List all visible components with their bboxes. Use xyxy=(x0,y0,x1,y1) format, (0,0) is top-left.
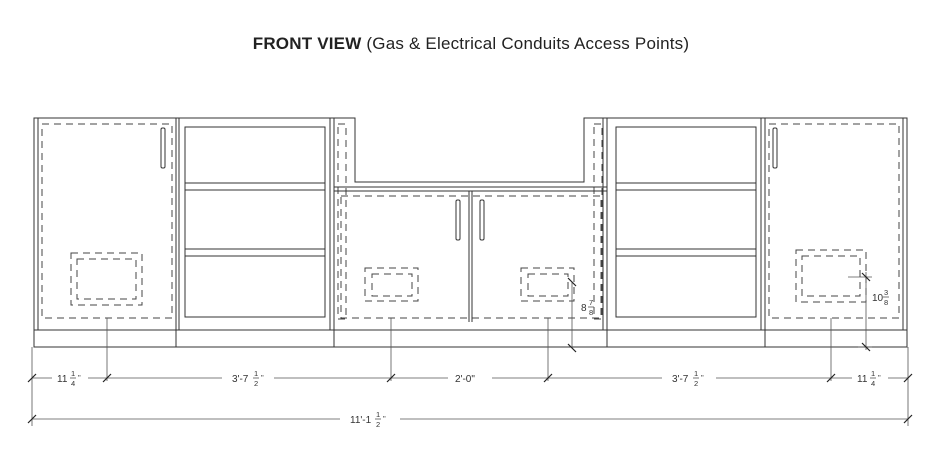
dim-den: 4 xyxy=(71,379,75,388)
dimension-label-center: 2'-0" xyxy=(455,374,475,385)
center-door-panel xyxy=(340,195,602,319)
dim-den: 2 xyxy=(694,379,698,388)
left-door-handle xyxy=(160,127,166,169)
dim-unit: " xyxy=(261,373,264,382)
dim-whole: 11 xyxy=(857,374,868,385)
dim-num: 1 xyxy=(71,369,75,378)
dim-whole: 10 xyxy=(872,293,884,304)
drawing-title: FRONT VIEW (Gas & Electrical Conduits Ac… xyxy=(0,34,942,54)
dim-num: 3 xyxy=(884,288,888,297)
dim-whole: 8 xyxy=(581,303,587,314)
dimension-tick xyxy=(826,373,836,383)
dimension-tick xyxy=(102,373,112,383)
dimension-tick xyxy=(861,342,871,352)
dimension-tick xyxy=(903,373,913,383)
dim-unit: " xyxy=(383,414,386,423)
center-left-post-dash xyxy=(337,123,347,320)
toe-kick xyxy=(33,329,908,348)
dimension-tick xyxy=(27,373,37,383)
center-left-conduit-access-outer xyxy=(364,267,419,302)
dim-den: 2 xyxy=(376,420,380,429)
dim-num: 1 xyxy=(694,369,698,378)
center-left-door-handle xyxy=(455,199,461,241)
dim-whole: 11 xyxy=(57,374,68,385)
dimension-label-left: 11 1 4 " xyxy=(57,369,81,388)
dimension-tick xyxy=(27,414,37,424)
dimension-tick xyxy=(567,277,577,287)
right-conduit-access-outer xyxy=(795,249,867,303)
dim-whole: 11'-1 xyxy=(350,415,372,426)
dim-den: 2 xyxy=(254,379,258,388)
dim-den: 8 xyxy=(589,308,593,317)
center-right-conduit-access-outer xyxy=(520,267,575,302)
title-subtitle: (Gas & Electrical Conduits Access Points… xyxy=(366,34,690,53)
dimension-tick xyxy=(543,373,553,383)
left-door-panel xyxy=(41,123,173,319)
left-shelf-frame xyxy=(184,126,326,318)
dimension-label-total: 11'-1 1 2 " xyxy=(350,410,386,429)
dim-unit: " xyxy=(78,373,81,382)
dim-num: 1 xyxy=(254,369,258,378)
dimension-label-vertical-center: 8 7 8 xyxy=(581,298,594,317)
dimension-label-right: 11 1 4 " xyxy=(857,369,881,388)
dim-num: 1 xyxy=(871,369,875,378)
right-shelf-frame xyxy=(615,126,757,318)
title-bold: FRONT VIEW xyxy=(252,34,362,53)
dim-den: 8 xyxy=(884,298,888,307)
dim-num: 1 xyxy=(376,410,380,419)
dimension-tick xyxy=(861,272,871,282)
dimension-label-left-shelf: 3'-7 1 2 " xyxy=(232,369,264,388)
dim-den: 4 xyxy=(871,379,875,388)
left-conduit-access-inner xyxy=(76,258,137,300)
dimension-label-right-shelf: 3'-7 1 2 " xyxy=(672,369,704,388)
left-conduit-access-outer xyxy=(70,252,143,306)
dimension-label-vertical-right: 10 3 8 xyxy=(872,288,889,307)
right-door-handle xyxy=(772,127,778,169)
center-right-conduit-access-inner xyxy=(527,273,569,297)
right-door-panel xyxy=(768,123,900,319)
dim-whole: 3'-7 xyxy=(232,374,249,385)
center-left-conduit-access-inner xyxy=(371,273,413,297)
dim-unit: " xyxy=(701,373,704,382)
dim-num: 7 xyxy=(589,298,593,307)
dimension-tick xyxy=(903,414,913,424)
center-right-post-dash xyxy=(593,123,603,320)
dim-unit: " xyxy=(878,373,881,382)
right-conduit-access-inner xyxy=(801,255,861,297)
dimension-tick xyxy=(567,343,577,353)
center-right-door-handle xyxy=(479,199,485,241)
dim-whole: 3'-7 xyxy=(672,374,689,385)
dimension-tick xyxy=(386,373,396,383)
